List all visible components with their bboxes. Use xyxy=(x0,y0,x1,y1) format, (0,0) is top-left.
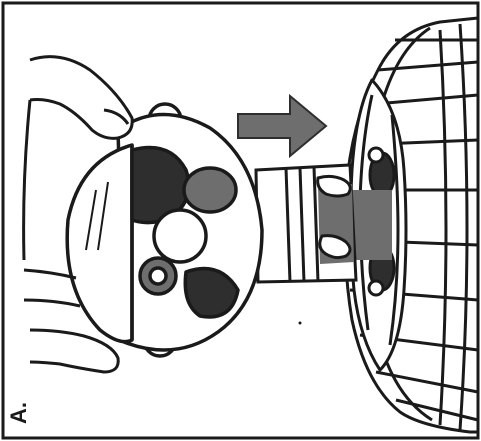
step-label: A. xyxy=(2,398,36,428)
speck xyxy=(299,322,302,325)
toy-torso xyxy=(256,165,356,282)
